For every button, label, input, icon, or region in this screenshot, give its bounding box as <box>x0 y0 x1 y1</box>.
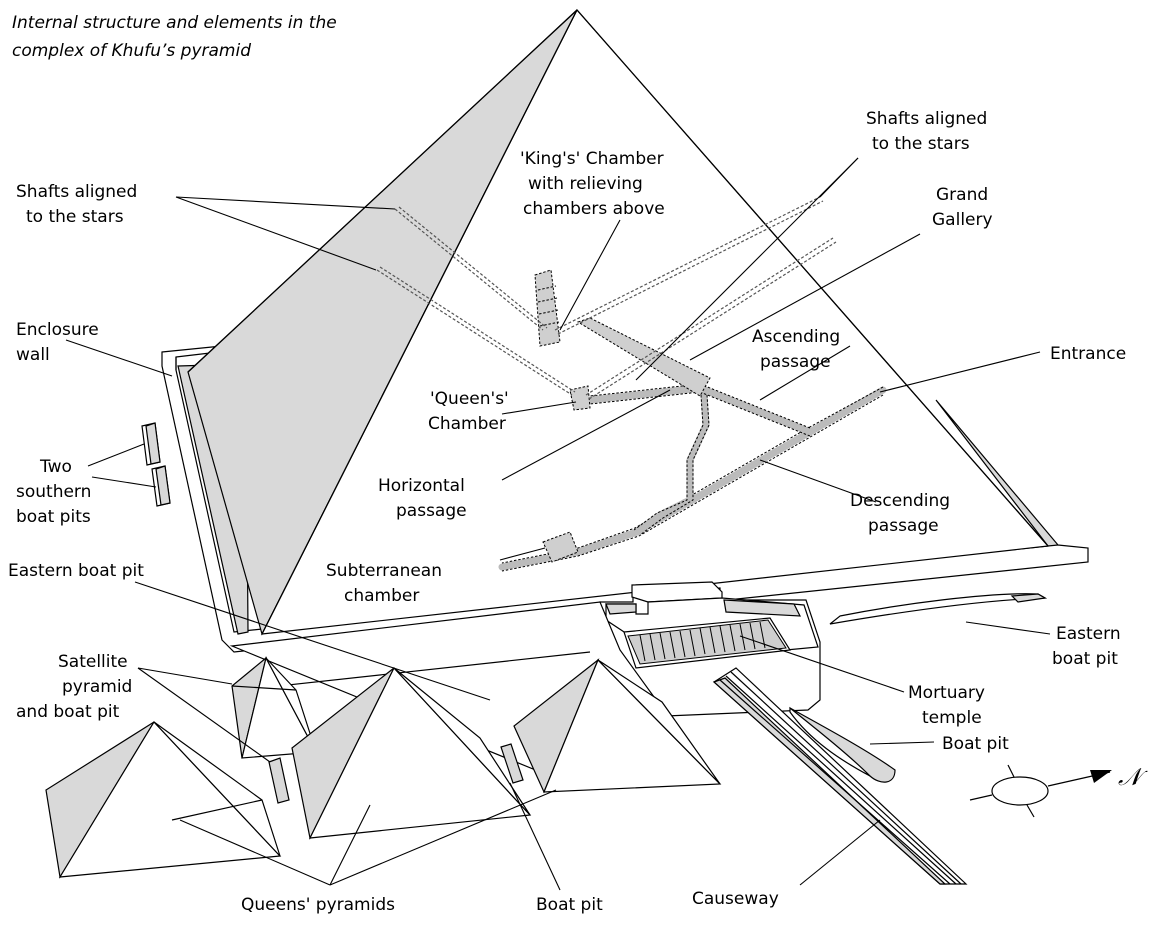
label-eastern-boat-pit-left: Eastern boat pit <box>8 561 144 581</box>
boat-pit-right <box>789 706 896 783</box>
label-queens-chamber-2: Chamber <box>428 414 506 434</box>
label-ascending-passage-1: Ascending <box>752 327 840 347</box>
label-satellite-1: Satellite <box>58 652 128 672</box>
queens-chamber-box <box>569 385 591 411</box>
label-kings-chamber-3: chambers above <box>523 199 665 219</box>
label-boat-pit-right: Boat pit <box>942 734 1009 754</box>
label-enclosure-wall-2: wall <box>16 345 50 365</box>
label-shafts-left-1: Shafts aligned <box>16 182 137 202</box>
label-shafts-right-2: to the stars <box>872 134 970 154</box>
label-shafts-left-2: to the stars <box>26 207 124 227</box>
satellite-pyramid <box>231 656 317 759</box>
label-queens-chamber-1: 'Queen's' <box>430 389 509 409</box>
label-descending-passage-2: passage <box>868 516 939 536</box>
queens-boat-pit-2 <box>500 743 524 784</box>
queens-pyramid-3 <box>513 658 722 794</box>
eastern-boat-pit-right <box>829 593 1048 625</box>
label-entrance: Entrance <box>1050 344 1126 364</box>
north-compass <box>969 764 1112 818</box>
causeway <box>712 667 968 885</box>
title-line-2: complex of Khufu’s pyramid <box>12 41 251 61</box>
leader-lines <box>65 157 1051 891</box>
compass-disc <box>991 776 1049 806</box>
north-arrow-icon <box>1090 770 1112 783</box>
queens-pyramid-1 <box>45 721 282 879</box>
southern-boat-pits <box>141 422 171 507</box>
label-ascending-passage-2: passage <box>760 352 831 372</box>
label-enclosure-wall-1: Enclosure <box>16 320 99 340</box>
label-horizontal-passage-1: Horizontal <box>378 476 465 496</box>
queens-pyramid-2 <box>291 666 532 840</box>
label-subterranean-1: Subterranean <box>326 561 442 581</box>
label-subterranean-2: chamber <box>344 586 419 606</box>
title-line-1: Internal structure and elements in the <box>12 13 337 33</box>
label-kings-chamber-2: with relieving <box>528 174 643 194</box>
label-causeway: Causeway <box>692 889 779 909</box>
label-north: 𝒩 <box>1118 763 1148 791</box>
kings-chamber-box <box>534 269 561 347</box>
mortuary-temple <box>599 581 821 717</box>
label-grand-gallery-1: Grand <box>936 185 988 205</box>
label-queens-pyramids: Queens' pyramids <box>241 895 395 915</box>
label-boat-pit-bottom: Boat pit <box>536 895 603 915</box>
label-eastern-boat-pit-right-1: Eastern <box>1056 624 1121 644</box>
label-mortuary-temple-1: Mortuary <box>908 683 985 703</box>
label-southern-pits-2: southern <box>16 482 91 502</box>
queens-boat-pit-1 <box>268 757 290 804</box>
label-southern-pits-1: Two <box>39 457 72 477</box>
label-southern-pits-3: boat pits <box>16 507 91 527</box>
label-satellite-2: pyramid <box>62 677 132 697</box>
label-descending-passage-1: Descending <box>850 491 950 511</box>
internal-passages <box>376 196 887 572</box>
label-grand-gallery-2: Gallery <box>932 210 993 230</box>
label-eastern-boat-pit-right-2: boat pit <box>1052 649 1118 669</box>
label-satellite-3: and boat pit <box>16 702 120 722</box>
label-kings-chamber-1: 'King's' Chamber <box>520 149 664 169</box>
label-shafts-right-1: Shafts aligned <box>866 109 987 129</box>
subterranean-chamber-box <box>542 531 579 563</box>
label-horizontal-passage-2: passage <box>396 501 467 521</box>
text-labels: Internal structure and elements in the c… <box>8 13 1148 915</box>
label-mortuary-temple-2: temple <box>922 708 982 728</box>
